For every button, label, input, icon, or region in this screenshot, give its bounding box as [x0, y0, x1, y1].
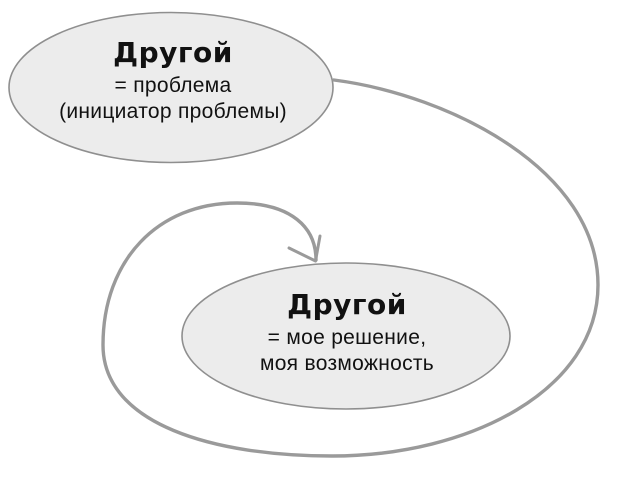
- top-ellipse-shape: [8, 11, 334, 164]
- bottom-ellipse-title: Другой: [287, 288, 407, 321]
- bottom-ellipse-shape: [181, 262, 511, 410]
- top-ellipse-subtitle-line1: = проблема: [114, 74, 232, 98]
- bottom-ellipse-subtitle-line2: моя возможность: [259, 351, 435, 375]
- loop-arrow-path: [101, 78, 600, 458]
- arrow-head-icon: [287, 234, 322, 263]
- bottom-ellipse-label: Другой = мое решение, моя возможность: [182, 288, 512, 376]
- top-ellipse-subtitle-line2: (инициатор проблемы): [59, 99, 287, 123]
- top-ellipse-label: Другой = проблема (инициатор проблемы): [8, 36, 338, 124]
- top-ellipse-title: Другой: [113, 36, 233, 69]
- bottom-ellipse-subtitle-line1: = мое решение,: [267, 326, 427, 350]
